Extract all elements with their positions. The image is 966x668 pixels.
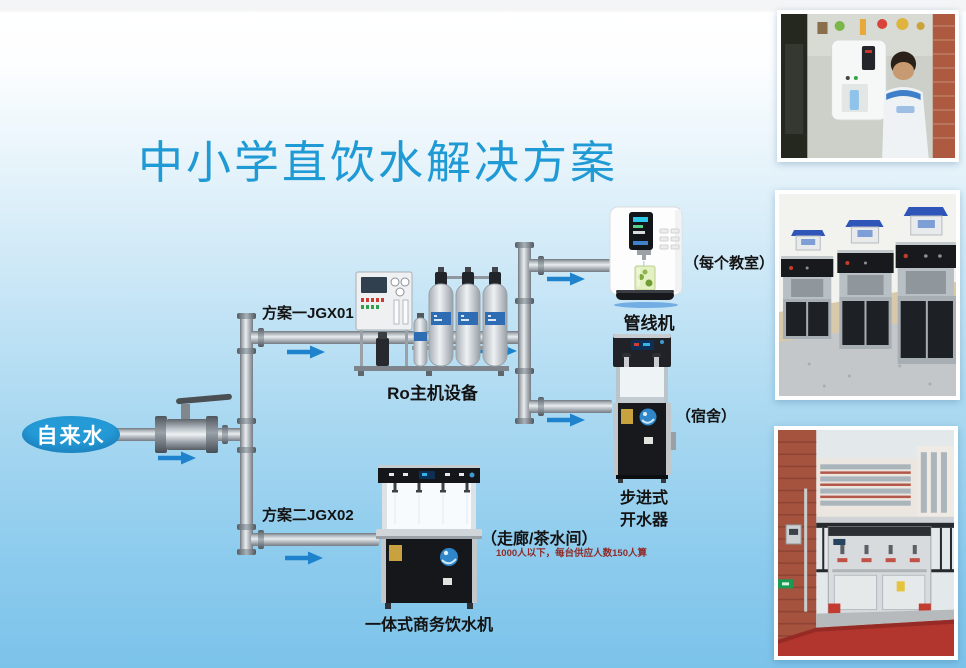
arrow-right-icon [547, 413, 585, 427]
stepper-label-line1: 步进式 [619, 490, 668, 507]
pipe-joint [237, 348, 256, 354]
stepper-location-label: （宿舍） [676, 408, 737, 425]
plan2-label: 方案二JGX02 [262, 507, 354, 524]
pipe-joint [515, 368, 534, 374]
valve-handle-icon [175, 393, 233, 405]
arrow-right-icon [287, 345, 325, 359]
pipe-joint [237, 313, 256, 319]
ro-equipment-illustration [354, 267, 509, 376]
pipeline-machine-label: 管线机 [623, 314, 675, 333]
pipe-plan2-main [251, 533, 379, 546]
stepper-label-line2: 开水器 [619, 512, 668, 529]
arrow-right-icon [547, 272, 585, 286]
valve-flange [206, 416, 218, 453]
arrow-right-icon [158, 451, 196, 465]
integrated-dispenser-illustration [376, 465, 482, 609]
tap-water-source-badge: 自来水 [22, 416, 120, 453]
pipe-joint [237, 447, 256, 453]
pipeline-machine-illustration [609, 206, 683, 308]
pipe-joint [538, 256, 544, 275]
integrated-machine-label: 一体式商务饮水机 [364, 617, 493, 634]
photo-balcony-dispenser [774, 426, 958, 660]
pipe-joint [258, 530, 264, 549]
pipeline-location-label: （每个教室） [684, 255, 775, 272]
pipe-joint [258, 328, 264, 347]
pipe-joint [222, 425, 228, 444]
pipe-valve [150, 393, 240, 456]
plan1-label: 方案一JGX01 [262, 305, 354, 322]
page-title: 中小学直饮水解决方案 [138, 137, 619, 188]
stepper-boiler-illustration [613, 334, 676, 483]
valve-body [166, 419, 208, 450]
arrow-right-icon [285, 551, 323, 565]
pipe-to-pipeline-machine [529, 259, 612, 272]
pipe-joint [237, 524, 256, 530]
pipe-joint [515, 418, 534, 424]
valve-stem [181, 404, 190, 422]
gold-sticker [389, 545, 402, 561]
pipe-joint [515, 242, 534, 248]
photo-hallway-dispenser-row [775, 190, 960, 400]
pipe-joint [538, 397, 544, 416]
gold-sticker [621, 409, 633, 424]
pipe-to-stepper-boiler [529, 400, 612, 413]
photo-classroom-wall-dispenser [777, 10, 959, 162]
valve-flange [155, 416, 167, 453]
control-screen [361, 277, 387, 293]
pipe-joint [237, 549, 256, 555]
pipe-joint [515, 298, 534, 304]
integrated-location-label: （走廊/茶水间） [481, 531, 598, 548]
capacity-note: 1000人以下，每台供应人数150人算 [496, 548, 647, 559]
machine-screen [631, 340, 654, 350]
pipe-right-riser [518, 246, 531, 422]
ro-unit-label: Ro主机设备 [387, 384, 478, 403]
pipe-left-riser [240, 317, 253, 553]
pipe-joint [237, 418, 256, 424]
